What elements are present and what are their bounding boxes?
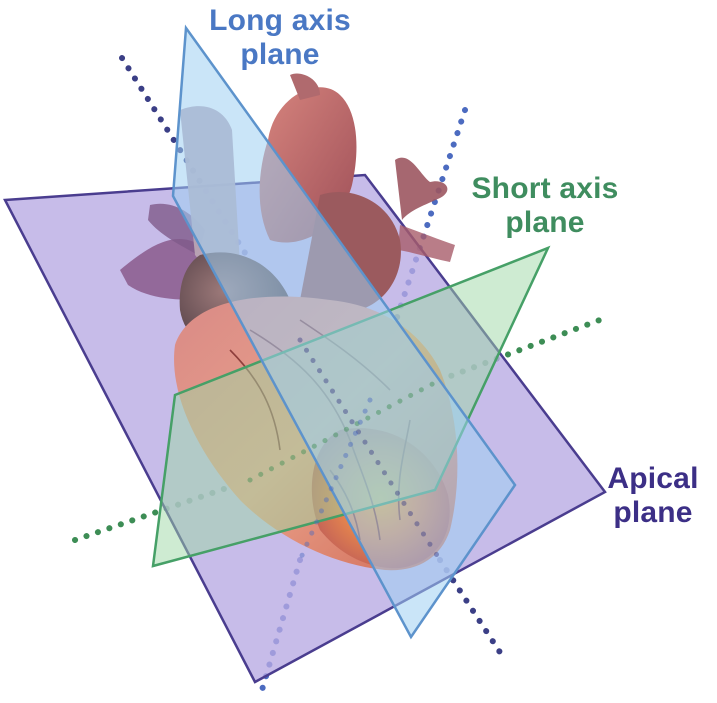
long-axis-plane [171,24,517,640]
apical-label-line1: Apical [607,462,699,495]
long-axis-plane-label: Long axis plane [190,4,370,72]
long-axis-line-mid [297,337,443,563]
apical-label-line2: plane [613,496,693,529]
aortic-branches [395,157,448,220]
apical-plane-label: Apical plane [588,462,717,530]
long-axis-label-line1: Long axis [209,4,351,37]
long-axis-line-lower [437,557,508,663]
short-axis-line-mid [247,377,443,483]
short-axis-label-line2: plane [505,206,585,239]
apical-line-mid [297,397,373,563]
short-axis-line-right [437,315,608,383]
short-axis-plane-label: Short axis plane [455,172,635,240]
long-axis-label-line2: plane [240,38,320,71]
short-axis-label-line1: Short axis [471,172,619,205]
